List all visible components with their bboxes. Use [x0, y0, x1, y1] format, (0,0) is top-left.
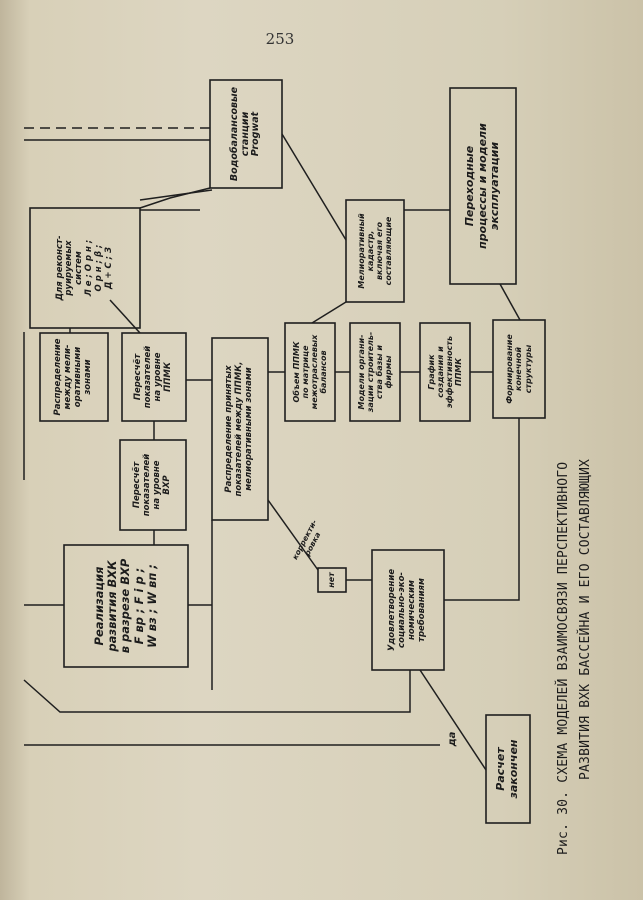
text-vodobalans: Водобалансовые станции Progwat: [228, 86, 262, 182]
text-raspred1: Распределение между мели- оративными зон…: [53, 338, 93, 416]
text-rekonstr: Для реконст- руируемых систем Л е ; О р …: [54, 235, 114, 301]
text-udovl: Удовлетворение социально-эко- номическим…: [387, 568, 427, 652]
caption-line1: Рис. 30. СХЕМА МОДЕЛЕЙ ВЗАИМОСВЯЗИ ПЕРСП…: [556, 461, 571, 855]
text-realiz: Реализация развития ВХК в разрезе ВХР F …: [91, 558, 159, 654]
box-raspred1: [39, 332, 109, 422]
text-model: Модели органи- зации строитель- ства баз…: [356, 331, 394, 413]
caption-line2: РАЗВИТИЯ ВХК БАССЕЙНА И ЕГО СОСТАВЛЯЮЩИХ: [578, 458, 593, 780]
page-number: 253: [265, 30, 295, 48]
box-realiz: [63, 544, 189, 668]
box-rekonstr: [29, 207, 141, 329]
text-peresch1: Пересчёт показателей на уровне ППМК: [133, 345, 173, 409]
label-da: да: [447, 731, 459, 747]
text-obem: Объем ППМК по матрице межотраслевых бала…: [291, 334, 329, 410]
box-perehod: [449, 87, 517, 285]
text-raschet: Расчет закончен: [494, 739, 520, 799]
box-udovl: [371, 549, 445, 671]
box-melior: [345, 199, 405, 303]
text-peresch2: Пересчёт показателей на уровне ВХР: [132, 453, 172, 517]
text-perehod: Переходные процессы и модели эксплуатаци…: [463, 123, 502, 249]
text-net: нет: [327, 572, 337, 588]
text-raspred2: Распределение принятых показателей между…: [224, 361, 254, 497]
text-melior: Мелиоративный кадастр, включая его соста…: [356, 213, 394, 289]
text-grafik: График создания и эффективность ППМК: [426, 335, 464, 409]
box-peresch2: [119, 439, 187, 531]
text-formir: Формирование конечной структуры: [505, 334, 533, 404]
box-raspred2: [211, 337, 269, 521]
